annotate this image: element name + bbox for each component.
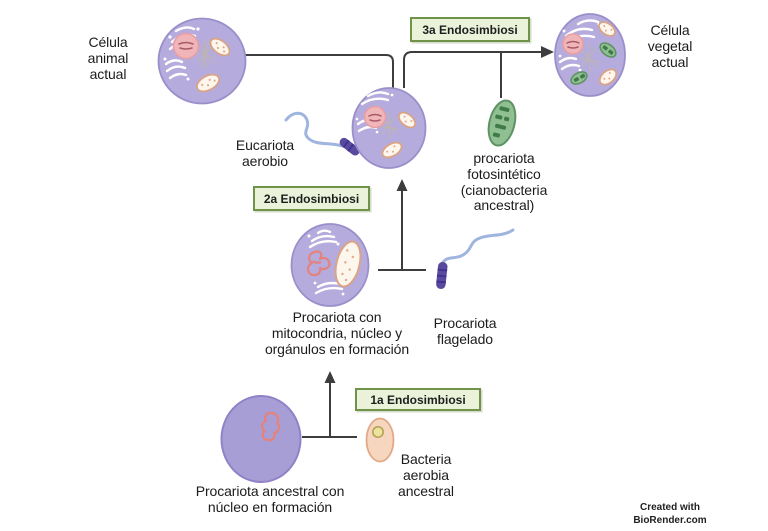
mitochondrion — [209, 37, 231, 57]
flagellum-base — [339, 137, 360, 156]
nucleus — [562, 33, 584, 55]
step-3a-label: 3a Endosimbiosi — [422, 22, 518, 37]
mitochondrion — [196, 73, 220, 93]
bacteria-nucleoid — [372, 426, 384, 438]
vegetal-cell-illustration — [554, 13, 626, 97]
procariota-con-mitocondria-label: Procariota con mitocondria, núcleo y org… — [264, 309, 410, 357]
procariota-ancestral-label: Procariota ancestral con núcleo en forma… — [195, 483, 345, 515]
procariota-flagelado-label: Procariota flagelado — [433, 315, 497, 347]
spindle-rays — [379, 111, 399, 139]
mitochondrion — [381, 141, 403, 159]
step-2a-label: 2a Endosimbiosi — [263, 191, 360, 206]
bacteria-aerobia-label: Bacteria aerobia ancestral — [398, 451, 454, 499]
cianobacteria-label: procariota fotosintético (cianobacteria … — [460, 150, 548, 214]
nucleus — [172, 32, 200, 60]
flagellum — [440, 228, 515, 266]
step-1a-badge: 1a Endosimbiosi — [355, 388, 481, 411]
procariota-con-mitocondria-illustration — [290, 223, 370, 307]
spindle-rays — [579, 43, 600, 73]
nucleus — [363, 105, 387, 129]
chloroplast — [570, 71, 588, 85]
spindle-rays — [195, 39, 216, 69]
biorender-watermark: Created with BioRender.com — [620, 501, 720, 527]
mitochondrion — [397, 111, 417, 129]
mitochondrion — [334, 240, 362, 288]
eucariota-aerobio-illustration — [284, 87, 427, 169]
forming-nucleus — [261, 411, 281, 442]
vegetal-cell-label: Célula vegetal actual — [647, 22, 693, 70]
mitochondrion — [598, 68, 618, 86]
mitochondrion — [598, 21, 616, 37]
animal-cell-illustration — [157, 17, 247, 105]
cyanobacteria-illustration — [487, 99, 517, 147]
chloroplast — [599, 42, 617, 58]
flagellum — [284, 111, 344, 148]
bacteria-aerobia-illustration — [365, 417, 395, 463]
step-3a-badge: 3a Endosimbiosi — [410, 17, 530, 42]
procariota-ancestral-illustration — [220, 395, 302, 483]
eucariota-aerobio-label: Eucariota aerobio — [235, 137, 295, 169]
watermark-line2: BioRender.com — [633, 515, 707, 526]
step-1a-label: 1a Endosimbiosi — [370, 392, 466, 407]
step-2a-badge: 2a Endosimbiosi — [253, 186, 370, 211]
flagellate-body — [436, 261, 448, 289]
watermark-line1: Created with — [639, 502, 700, 513]
endoplasmic-reticulum — [307, 229, 345, 296]
animal-cell-label: Célula animal actual — [87, 34, 129, 82]
procariota-flagelado-illustration — [436, 228, 515, 289]
forming-nucleus — [306, 250, 331, 277]
